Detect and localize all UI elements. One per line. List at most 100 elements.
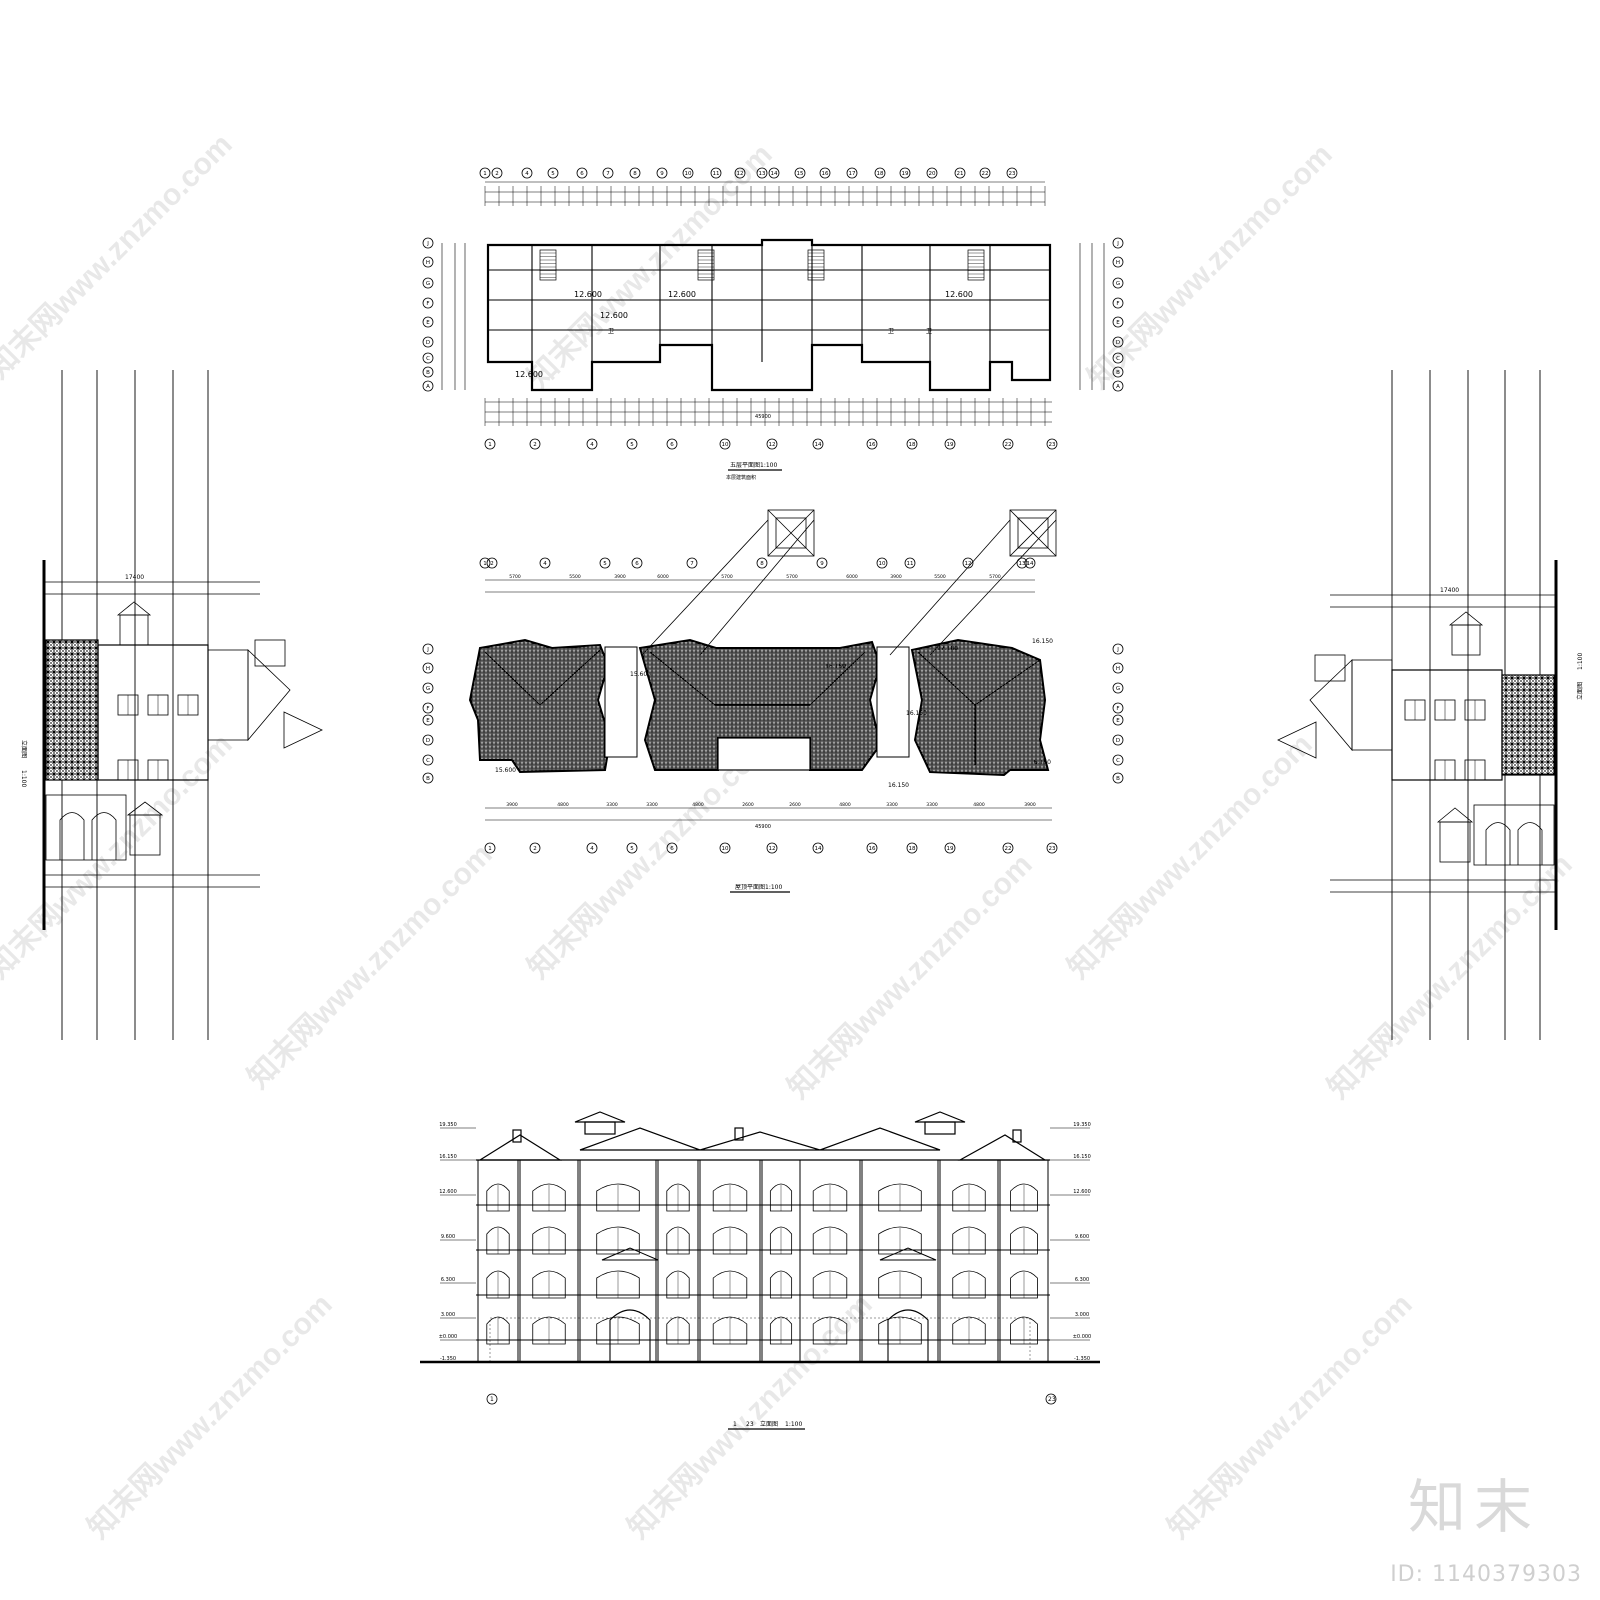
plan-axis-bubble	[422, 237, 434, 249]
roof-axis-bubble-label: 1	[483, 561, 487, 567]
roof-axis-bubble	[944, 842, 956, 854]
front-title: 立面图	[760, 1420, 778, 1428]
watermark-text: 知末网www.znzmo.com	[0, 728, 239, 985]
plan-axis-bubble-label: 7	[606, 171, 610, 177]
plan-axis-bubble-label: 13	[759, 171, 766, 177]
plan-axis-bubble-label: 4	[525, 171, 529, 177]
roof-elevation-mark: 16.150	[825, 663, 846, 670]
roof-axis-bubble-label: F	[426, 706, 429, 712]
plan-axis-bubble-label: 10	[722, 442, 729, 448]
front-level-label: ±0.000	[439, 1334, 458, 1340]
plan-axis-bubble	[586, 438, 598, 450]
plan-axis-bubble-label: 22	[1005, 442, 1012, 448]
roof-span-label: 3300	[886, 802, 898, 808]
plan-axis-bubble	[794, 167, 806, 179]
plan-axis-bubble	[710, 167, 722, 179]
roof-axis-bubble	[422, 702, 434, 714]
plan-axis-bubble	[926, 167, 938, 179]
front-level-label: 9.600	[441, 1234, 455, 1240]
front-arched-window	[532, 1316, 566, 1345]
roof-span-label: 6000	[846, 574, 858, 580]
plan-axis-bubble	[1112, 256, 1124, 268]
front-arched-window	[952, 1270, 986, 1299]
right-elevation-balcony	[1277, 611, 1484, 759]
roof-axis-bubble	[631, 557, 643, 569]
front-arched-window	[812, 1226, 848, 1255]
roof-axis-bubble-label: J	[426, 647, 429, 653]
left-elevation-lower-wing	[45, 794, 164, 861]
roof-span-label: 4800	[692, 802, 704, 808]
roof-axis-bubble-label: 18	[909, 846, 916, 852]
plan-axis-bubble	[626, 438, 638, 450]
roof-axis-bubble	[866, 842, 878, 854]
watermark-text: 知末网www.znzmo.com	[242, 838, 499, 1095]
plan-axis-bubble	[1112, 297, 1124, 309]
roof-axis-bubble	[479, 557, 491, 569]
roof-axis-bubble	[484, 842, 496, 854]
roof-scale: 1:100	[765, 884, 782, 891]
roof-axis-bubble-label: 14	[815, 846, 822, 852]
roof-axis-bubble-label: C	[426, 758, 430, 764]
roof-stair-core	[876, 646, 910, 758]
roof-axis-bubble-label: 13	[1019, 561, 1026, 567]
front-arched-window	[666, 1270, 690, 1299]
front-arched-window	[952, 1183, 986, 1212]
roof-axis-bubble-label: B	[1116, 776, 1120, 782]
plan-elevation-mark: 12.600	[945, 290, 973, 299]
plan-axis-bubble-label: 20	[929, 171, 936, 177]
plan-scale: 1:100	[760, 462, 777, 469]
plan-axis-bubble	[766, 438, 778, 450]
plan-axis-bubble-label: F	[1116, 301, 1119, 307]
front-title-axis-from: 1	[733, 1421, 737, 1428]
front-arched-window	[769, 1316, 793, 1345]
roof-axis-bubble-label: 10	[879, 561, 886, 567]
right-elevation-windows	[1404, 699, 1486, 781]
roof-span-label: 5500	[934, 574, 946, 580]
roof-axis-bubble-label: 1	[488, 846, 492, 852]
roof-axis-bubble	[422, 643, 434, 655]
plan-axis-bubble	[422, 297, 434, 309]
roof-ridge	[539, 649, 601, 706]
plan-axis-bubble-label: 2	[533, 442, 537, 448]
roof-axis-bubble	[422, 754, 434, 766]
roof-axis-bubble-label: 16	[869, 846, 876, 852]
front-arched-window	[486, 1316, 510, 1345]
roof-axis-bubble	[1112, 702, 1124, 714]
front-axis-end: 23	[1048, 1396, 1056, 1403]
plan-axis-bubble-label: 9	[660, 171, 664, 177]
front-arched-window	[1010, 1316, 1038, 1345]
plan-axis-bubble-label: 5	[551, 171, 555, 177]
plan-axis-bubble	[602, 167, 614, 179]
roof-axis-bubble-label: D	[1116, 738, 1120, 744]
front-level-label: -1.350	[440, 1356, 456, 1362]
front-entrance-pediment	[601, 1247, 659, 1261]
plan-axis-bubble	[422, 366, 434, 378]
plan-axis-bubble-label: 1	[483, 171, 487, 177]
plan-axis-bubble	[1112, 277, 1124, 289]
plan-stair	[807, 249, 825, 281]
left-elevation-total-dim: 17400	[125, 574, 144, 581]
plan-axis-bubble	[874, 167, 886, 179]
front-arched-window	[532, 1270, 566, 1299]
roof-span-label: 5700	[721, 574, 733, 580]
plan-axis-bubble	[422, 277, 434, 289]
right-elevation-stone-base	[1501, 674, 1555, 776]
left-elevation-scale: 1:100	[20, 770, 27, 787]
front-brick-base	[489, 1317, 1031, 1363]
front-arched-window	[532, 1226, 566, 1255]
front-arched-window	[952, 1226, 986, 1255]
front-level-label: ±0.000	[1073, 1334, 1092, 1340]
front-level-label: 6.300	[1075, 1277, 1089, 1283]
roof-axis-bubble	[539, 557, 551, 569]
roof-axis-bubble-label: 8	[760, 561, 764, 567]
plan-interior-walls	[488, 245, 1050, 362]
roof-ridge	[809, 651, 866, 706]
plan-axis-bubble	[422, 380, 434, 392]
plan-total-dimension: 45900	[755, 414, 771, 420]
roof-axis-bubble-label: 2	[533, 846, 537, 852]
plan-axis-bubble-label: 18	[909, 442, 916, 448]
